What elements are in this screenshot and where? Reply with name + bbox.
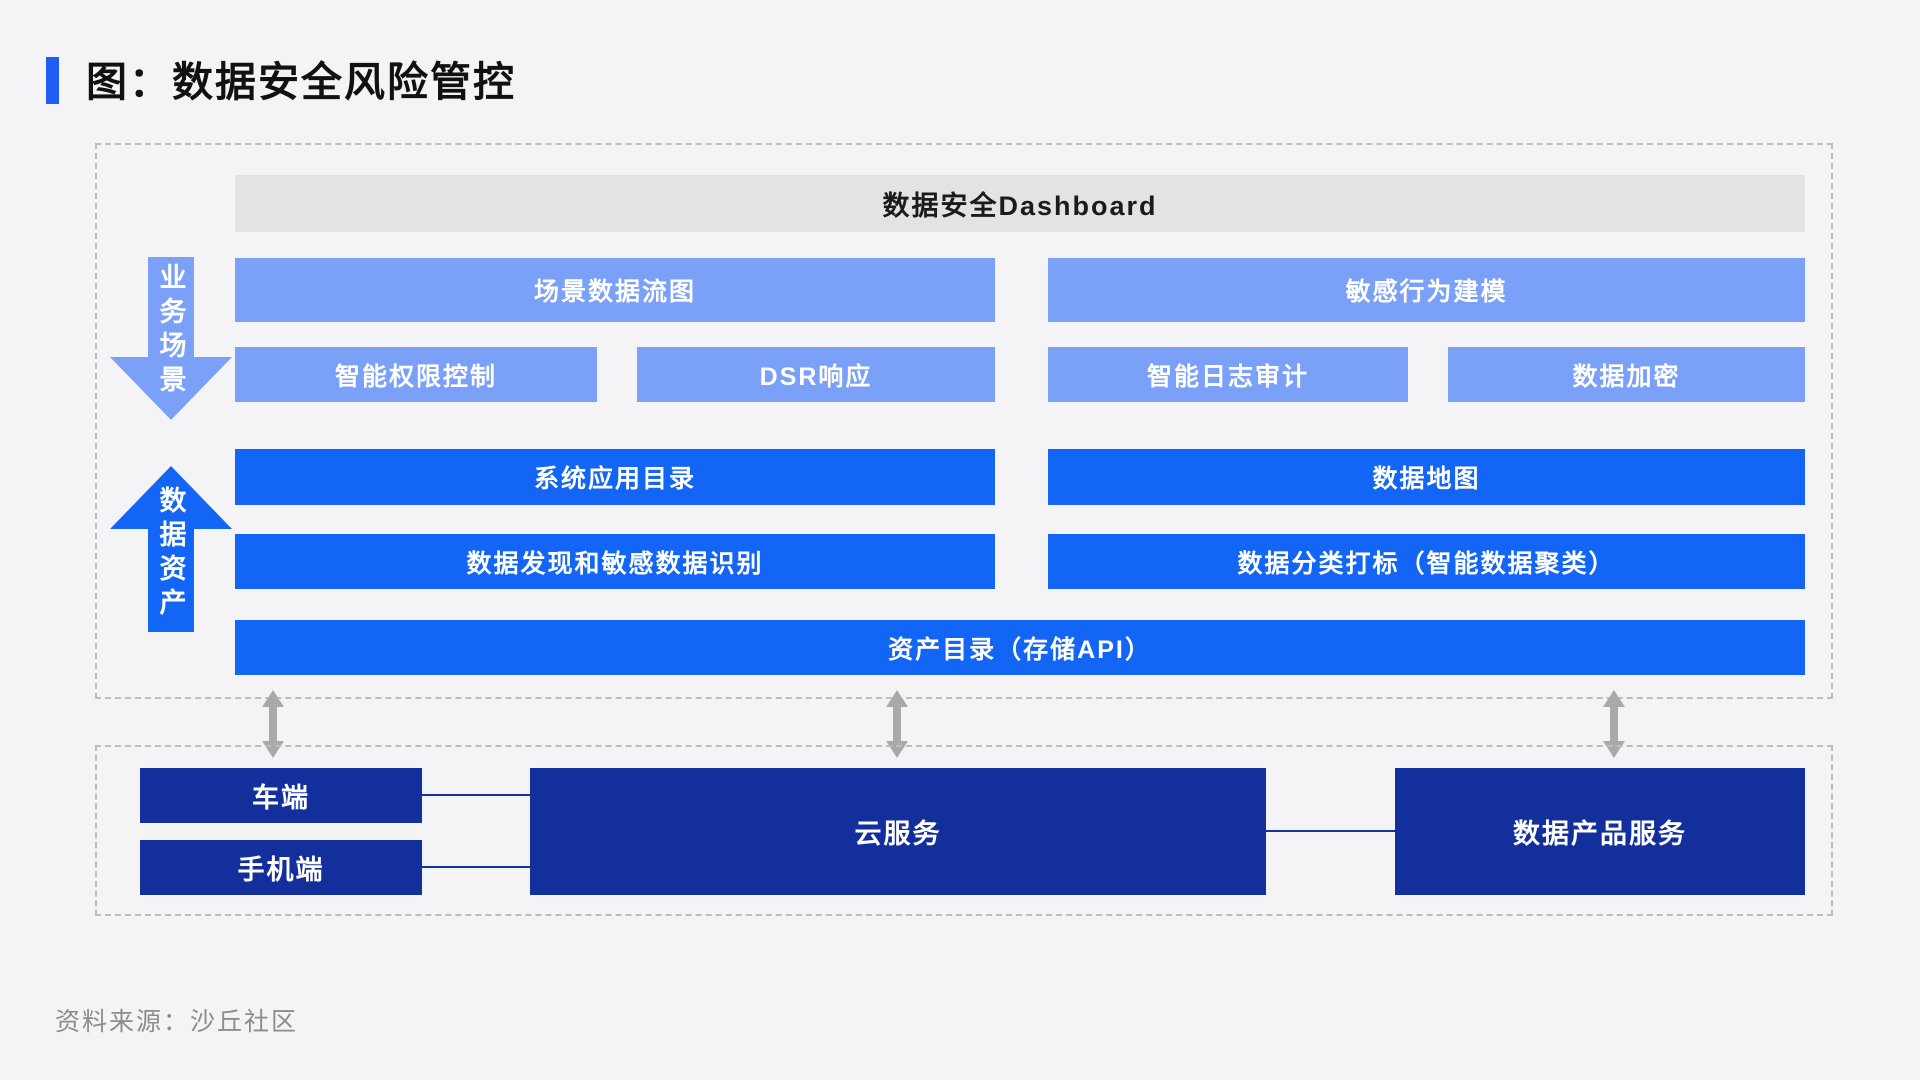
scenario-dataflow-box: 场景数据流图 <box>235 258 995 322</box>
mobile-endpoint-box: 手机端 <box>140 840 422 895</box>
smart-log-audit-box: 智能日志审计 <box>1048 347 1408 402</box>
data-encryption-box: 数据加密 <box>1448 347 1805 402</box>
cloud-service-box: 云服务 <box>530 768 1266 895</box>
source-note: 资料来源：沙丘社区 <box>55 1008 299 1036</box>
data-classification-box: 数据分类打标（智能数据聚类） <box>1048 534 1805 589</box>
system-app-catalog-box: 系统应用目录 <box>235 449 995 505</box>
up-arrow-icon <box>110 466 232 632</box>
mobile-cloud-connector <box>422 866 530 868</box>
cloud-product-connector <box>1266 830 1395 832</box>
title-accent-bar <box>46 57 59 104</box>
asset-catalog-box: 资产目录（存储API） <box>235 620 1805 675</box>
data-asset-arrow: 数据资产 <box>110 466 232 632</box>
data-product-service-box: 数据产品服务 <box>1395 768 1805 895</box>
infrastructure-container <box>95 745 1833 916</box>
data-map-box: 数据地图 <box>1048 449 1805 505</box>
dsr-response-box: DSR响应 <box>637 347 995 402</box>
page-title: 图：数据安全风险管控 <box>86 59 516 105</box>
vehicle-endpoint-box: 车端 <box>140 768 422 823</box>
business-scenario-label: 业务场景 <box>155 263 186 399</box>
data-discovery-box: 数据发现和敏感数据识别 <box>235 534 995 589</box>
dashboard-header: 数据安全Dashboard <box>235 175 1805 232</box>
sensitive-behavior-box: 敏感行为建模 <box>1048 258 1805 322</box>
platform-container <box>95 143 1833 699</box>
vehicle-cloud-connector <box>422 794 530 796</box>
smart-permission-box: 智能权限控制 <box>235 347 597 402</box>
data-asset-label: 数据资产 <box>155 486 186 622</box>
business-scenario-arrow: 业务场景 <box>110 257 232 420</box>
down-arrow-icon <box>110 257 232 420</box>
